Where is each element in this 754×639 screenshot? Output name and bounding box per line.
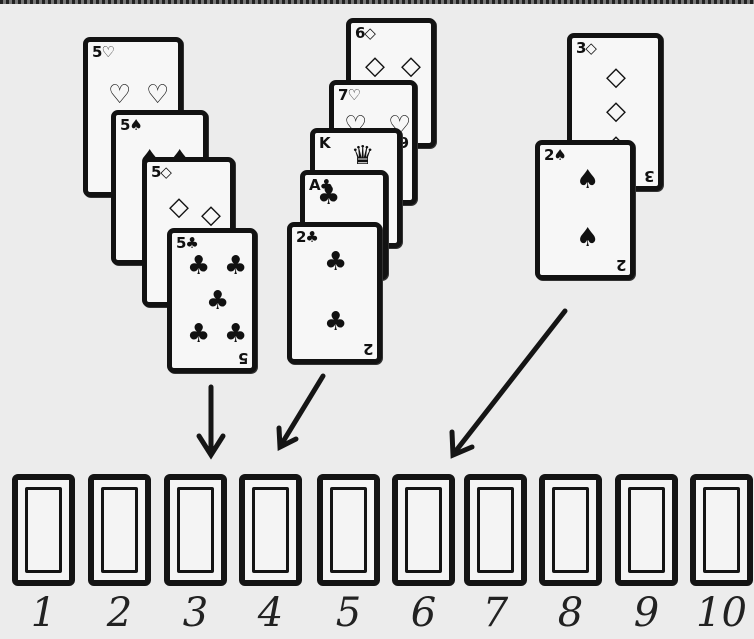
slot-inner xyxy=(101,487,138,573)
club-icon: ♣ xyxy=(224,319,248,349)
diamond-icon: ◇ xyxy=(606,96,626,126)
slot-label-8: 8 xyxy=(557,590,584,636)
diamond-icon: ◇ xyxy=(201,200,221,230)
diamond-icon: ◇ xyxy=(365,51,385,81)
slot-label-1: 1 xyxy=(30,590,57,636)
card-corner: 7♡ xyxy=(338,86,361,104)
arrow-to-slot-3 xyxy=(196,384,226,460)
slot-1 xyxy=(12,474,75,586)
slot-inner xyxy=(330,487,367,573)
card-corner: 5♠ xyxy=(120,116,143,134)
heart-icon: ♡ xyxy=(108,80,132,110)
slot-8 xyxy=(539,474,602,586)
slot-label-9: 9 xyxy=(633,590,660,636)
slot-10 xyxy=(690,474,753,586)
card-corner-bottom: 9 xyxy=(398,134,409,152)
slot-label-5: 5 xyxy=(335,590,362,636)
spade-icon: ♠ xyxy=(576,223,600,253)
spade-icon: ♠ xyxy=(576,165,600,195)
slot-label-2: 2 xyxy=(106,590,133,636)
slot-inner xyxy=(552,487,589,573)
slot-label-4: 4 xyxy=(257,590,284,636)
club-icon: ♣ xyxy=(324,307,348,337)
club-icon: ♣ xyxy=(224,251,248,281)
card-corner: 2♠ xyxy=(544,146,567,164)
slot-4 xyxy=(239,474,302,586)
diamond-icon: ◇ xyxy=(401,51,421,81)
card-corner: K xyxy=(319,134,331,152)
crown-icon: ♛ xyxy=(351,141,375,171)
card-corner: 5♣ xyxy=(176,234,199,252)
arrow-to-slot-4 xyxy=(276,373,326,451)
diamond-icon: ◇ xyxy=(606,62,626,92)
card-corner: 5♡ xyxy=(92,43,115,61)
slot-9 xyxy=(615,474,678,586)
slot-inner xyxy=(177,487,214,573)
slot-5 xyxy=(317,474,380,586)
slot-label-3: 3 xyxy=(182,590,209,636)
club-icon: ♣ xyxy=(187,319,211,349)
slot-inner xyxy=(703,487,740,573)
card-corner: 3◇ xyxy=(576,39,597,57)
heart-icon: ♡ xyxy=(146,80,170,110)
top-border xyxy=(0,0,754,4)
club-icon: ♣ xyxy=(317,181,341,211)
slot-6 xyxy=(392,474,455,586)
slot-inner xyxy=(25,487,62,573)
slot-inner xyxy=(477,487,514,573)
card-corner: A♣ xyxy=(309,176,333,194)
slot-inner xyxy=(252,487,289,573)
club-icon: ♣ xyxy=(187,251,211,281)
card-2-spades: 2♠ 2 ♠ ♠ xyxy=(535,140,635,280)
slot-7 xyxy=(464,474,527,586)
club-icon: ♣ xyxy=(206,286,230,316)
slot-3 xyxy=(164,474,227,586)
card-corner: 5◇ xyxy=(151,163,172,181)
slot-2 xyxy=(88,474,151,586)
slot-inner xyxy=(628,487,665,573)
slot-label-7: 7 xyxy=(482,590,509,636)
diamond-icon: ◇ xyxy=(169,192,189,222)
arrow-to-slot-6 xyxy=(449,308,568,459)
club-icon: ♣ xyxy=(324,247,348,277)
slot-inner xyxy=(405,487,442,573)
slot-label-10: 10 xyxy=(696,590,747,636)
card-corner: 6◇ xyxy=(355,24,376,42)
card-5-clubs: 5♣ 5 ♣ ♣ ♣ ♣ ♣ xyxy=(167,228,257,373)
slot-label-6: 6 xyxy=(410,590,437,636)
card-2-clubs: 2♣ 2 ♣ ♣ xyxy=(287,222,382,364)
card-corner: 2♣ xyxy=(296,228,319,246)
